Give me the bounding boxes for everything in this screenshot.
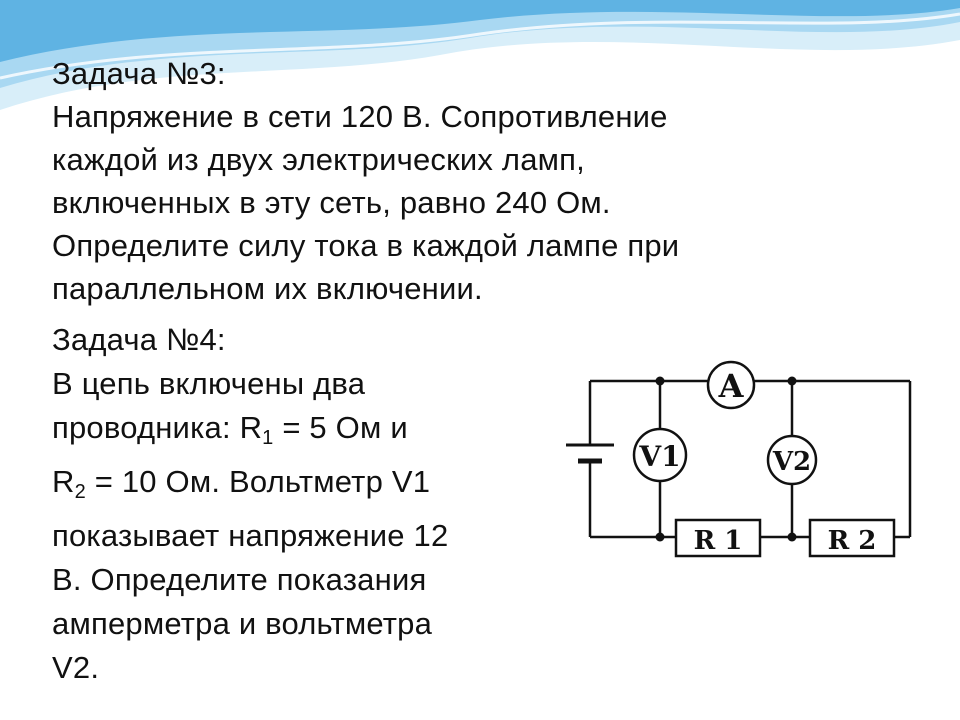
task-4-text-line: показывает напряжение 12 bbox=[52, 518, 449, 553]
junction-dot bbox=[787, 376, 797, 386]
resistor-r2-symbol bbox=[808, 518, 896, 558]
circuit-diagram: A V1 V2 R 1 R 2 bbox=[566, 360, 912, 558]
task-4-text-line: R2 = 10 Ом. Вольтметр V1 bbox=[52, 460, 542, 514]
junction-dot bbox=[655, 376, 665, 386]
resistor-r1-label: R 1 bbox=[694, 526, 743, 556]
r2-label-prefix: R bbox=[52, 464, 75, 499]
junction-dot bbox=[655, 532, 665, 542]
task-3-text-line: Напряжение в сети 120 В. Сопротивление bbox=[52, 99, 668, 134]
task-3-text-line: включенных в эту сеть, равно 240 Ом. bbox=[52, 185, 611, 220]
junction-dot bbox=[787, 532, 797, 542]
r1-value: = 5 Ом и bbox=[273, 410, 408, 445]
voltmeter-v2-label: V2 bbox=[772, 447, 811, 477]
voltmeter-v1-label: V1 bbox=[638, 440, 680, 473]
battery-symbol bbox=[566, 443, 614, 464]
task-4-text-line: проводника: R1 = 5 Ом и bbox=[52, 406, 542, 460]
task-4-title: Задача №4: bbox=[52, 322, 226, 357]
task-3-text-line: параллельном их включении. bbox=[52, 271, 483, 306]
task-3-text-line: Определите силу тока в каждой лампе при bbox=[52, 228, 680, 263]
header-wave-decoration bbox=[0, 0, 960, 110]
resistor-r1-symbol bbox=[674, 518, 762, 558]
task-4-text-line: амперметра и вольтметра bbox=[52, 606, 433, 641]
resistor-r2-label: R 2 bbox=[828, 526, 877, 556]
task-3-text-line: каждой из двух электрических ламп, bbox=[52, 142, 585, 177]
r1-subscript: 1 bbox=[262, 427, 274, 449]
r2-value: = 10 Ом. Вольтметр V1 bbox=[85, 464, 431, 499]
ammeter-symbol bbox=[706, 360, 756, 410]
task-3-block: Задача №3: Напряжение в сети 120 В. Сопр… bbox=[52, 52, 932, 310]
r1-label-prefix: проводника: R bbox=[52, 410, 263, 445]
task-3-title: Задача №3: bbox=[52, 56, 226, 91]
task-4-text-line: В. Определите показания bbox=[52, 562, 427, 597]
task-4-text-line: В цепь включены два bbox=[52, 366, 366, 401]
ammeter-label: A bbox=[718, 367, 745, 405]
voltmeter-v1-symbol bbox=[632, 427, 688, 483]
r2-subscript: 2 bbox=[74, 481, 86, 503]
task-4-text-line: V2. bbox=[52, 650, 100, 685]
task-4-block: Задача №4: В цепь включены два проводник… bbox=[52, 318, 542, 690]
voltmeter-v2-symbol bbox=[766, 434, 818, 486]
